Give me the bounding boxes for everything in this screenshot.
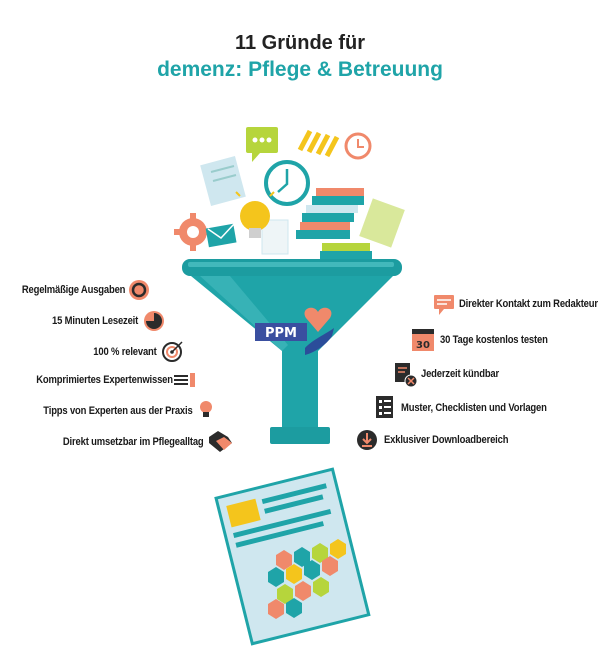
- hexagon-pattern: [268, 539, 346, 619]
- benefit-left-6: Direkt umsetzbar im Pflegealltag: [63, 436, 204, 448]
- benefit-left-1: Regelmäßige Ausgaben: [21, 284, 126, 296]
- stripes-icon: [297, 129, 340, 158]
- subtitle: demenz: Pflege & Betreuung: [157, 58, 443, 81]
- clock-icon: [264, 160, 310, 206]
- ppm-logo: PPM: [255, 307, 334, 355]
- benefit-right-3: Jederzeit kündbar: [421, 368, 500, 380]
- chat-icon: [434, 295, 454, 315]
- checklist-icon: [376, 396, 393, 418]
- gear-icon: [174, 213, 212, 251]
- scroll-paper-icon: [200, 156, 246, 206]
- benefit-right-2: 30 Tage kostenlos testen: [440, 334, 548, 346]
- benefit-left-2: 15 Minuten Lesezeit: [51, 315, 138, 327]
- benefit-left-3: 100 % relevant: [93, 346, 158, 358]
- cancel-document-icon: [395, 363, 418, 388]
- compress-icon: [174, 373, 195, 387]
- benefit-right-4: Muster, Checklisten und Vorlagen: [401, 402, 547, 414]
- lightbulb-big-icon: [235, 191, 275, 238]
- books-stack-icon: [296, 188, 372, 259]
- benefit-left-4: Komprimiertes Expertenwissen: [36, 374, 173, 386]
- target-icon: [162, 341, 183, 362]
- lightbulb-icon: [200, 401, 212, 417]
- envelope-icon: [205, 223, 237, 248]
- chat-bubble-icon: [246, 127, 278, 162]
- small-clock-icon: [344, 132, 372, 160]
- title: 11 Gründe für: [234, 32, 366, 54]
- handshake-icon: [209, 431, 232, 452]
- calendar-icon-text: 30: [416, 340, 430, 351]
- funnel: [182, 259, 402, 444]
- calendar-icon: 30: [412, 329, 434, 351]
- benefit-left-5: Tipps von Experten aus der Praxis: [43, 405, 193, 417]
- benefit-right-1: Direkter Kontakt zum Redakteur: [459, 298, 598, 310]
- logo-text: PPM: [265, 326, 297, 341]
- benefit-right-5: Exklusiver Downloadbereich: [384, 434, 509, 446]
- cycle-icon: [129, 280, 149, 300]
- note-paper-icon: [359, 198, 405, 248]
- download-icon: [357, 430, 377, 450]
- result-document: [214, 467, 371, 646]
- timer-icon: [144, 311, 164, 331]
